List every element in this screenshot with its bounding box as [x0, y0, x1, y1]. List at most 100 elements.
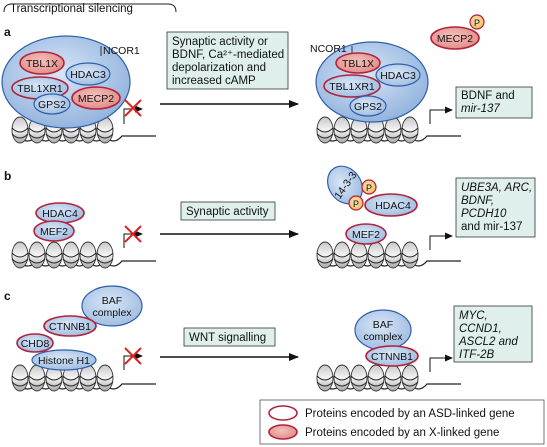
dna-wrap [96, 375, 114, 387]
svg-text:BAF: BAF [102, 295, 122, 307]
svg-text:TBL1XR1: TBL1XR1 [17, 83, 63, 95]
legend-asd-label: Proteins encoded by an ASD-linked gene [305, 408, 515, 420]
dna-wrap [96, 252, 114, 264]
svg-text:CTNNB1: CTNNB1 [371, 351, 413, 363]
ctnnb1-left: CTNNB1 [43, 315, 97, 337]
dna-wrap [79, 127, 97, 139]
dna-wrap [96, 127, 114, 139]
svg-text:MEF2: MEF2 [40, 226, 68, 238]
tbl1xr1-right: TBL1XR1 [323, 74, 381, 98]
dna-wrap [384, 375, 402, 387]
active-promoter-a [429, 106, 453, 124]
legend-xlinked-label: Proteins encoded by an X-linked gene [305, 427, 499, 439]
dna-wrap [28, 252, 46, 264]
svg-text:TBL1XR1: TBL1XR1 [329, 81, 375, 93]
mef2-right: MEF2 [345, 223, 387, 245]
svg-text:P: P [353, 199, 359, 209]
gene-line: PCDH10 [461, 208, 507, 220]
panel-a-label: a [4, 25, 11, 39]
dna-wrap [11, 127, 29, 139]
svg-text:HDAC4: HDAC4 [42, 208, 78, 220]
dna-wrap [401, 375, 419, 387]
protein-14-3-3: 14-3-3 [326, 165, 364, 205]
gene-line: and mir-137 [461, 221, 522, 233]
dna-wrap [62, 375, 80, 387]
stimulus-line: increased cAMP [172, 75, 256, 87]
dna-c-right [316, 364, 461, 392]
gene-line: MYC, [459, 310, 488, 322]
gps2-left: GPS2 [33, 93, 71, 115]
tbl1x-right: TBL1X [335, 52, 381, 74]
gene-line: BDNF, [461, 195, 494, 207]
dna-wrap [28, 375, 46, 387]
dna-wrap [316, 127, 334, 139]
gps2-right: GPS2 [349, 95, 387, 117]
dna-wrap [79, 252, 97, 264]
stimulus-box-a: Synaptic activity or BDNF, Ca²⁺-mediated… [166, 31, 289, 90]
dna-wrap [11, 375, 29, 387]
histone-h1: Histone H1 [31, 349, 97, 371]
repressed-promoter-c [123, 347, 143, 370]
gene-line: ASCL2 and [458, 336, 518, 348]
baf-complex-left: BAF complex [81, 285, 143, 327]
ncor1-label-left: NCOR1 [103, 45, 140, 57]
dna-wrap [401, 127, 419, 139]
gene-line: BDNF and [461, 90, 515, 102]
svg-text:MECP2: MECP2 [437, 33, 473, 45]
svg-text:P: P [366, 183, 372, 193]
svg-text:CTNNB1: CTNNB1 [49, 321, 91, 333]
stimulus-line: depolarization and [172, 62, 266, 74]
svg-text:MECP2: MECP2 [78, 93, 114, 105]
legend: Proteins encoded by an ASD-linked gene P… [259, 399, 545, 445]
dna-wrap [316, 375, 334, 387]
svg-text:HDAC3: HDAC3 [380, 70, 416, 82]
dna-wrap [401, 252, 419, 264]
svg-text:Histone H1: Histone H1 [38, 355, 90, 367]
dna-wrap [350, 127, 368, 139]
stimulus-line: Synaptic activity or [172, 36, 268, 48]
svg-text:CHD8: CHD8 [21, 338, 50, 350]
dna-b-left [11, 241, 156, 269]
gene-line: UBE3A, ARC, [461, 182, 532, 194]
legend-xlinked-swatch [268, 424, 298, 440]
chd8-left: CHD8 [16, 333, 54, 353]
baf-complex-right: BAF complex [354, 309, 412, 351]
panel-b-label: b [4, 169, 11, 183]
dna-c-left [11, 364, 156, 392]
active-promoter-b [429, 232, 453, 250]
header-bracket [3, 3, 177, 13]
panel-c-label: c [4, 289, 11, 303]
dna-wrap [45, 375, 63, 387]
stimulus-line: BDNF, Ca²⁺-mediated [172, 49, 284, 61]
gene-box-b: UBE3A, ARC, BDNF, PCDH10 and mir-137 [455, 177, 536, 238]
dna-a-right [316, 116, 461, 144]
dna-wrap [367, 252, 385, 264]
dna-wrap [350, 252, 368, 264]
dna-wrap [62, 252, 80, 264]
active-promoter-c [429, 354, 453, 372]
header-title: Transcriptional silencing [10, 3, 133, 15]
dna-wrap [350, 375, 368, 387]
svg-text:HDAC3: HDAC3 [70, 69, 106, 81]
dna-wrap [28, 127, 46, 139]
dna-wrap [384, 252, 402, 264]
dna-wrap [79, 375, 97, 387]
dna-b-right [316, 241, 461, 269]
hdac3-left: HDAC3 [65, 62, 111, 86]
svg-text:HDAC4: HDAC4 [375, 200, 411, 212]
dna-wrap [316, 252, 334, 264]
svg-text:complex: complex [363, 331, 403, 343]
svg-text:WNT signalling: WNT signalling [189, 332, 266, 344]
phospho-b1: P [361, 179, 377, 195]
mef2-left: MEF2 [33, 220, 75, 242]
repressed-promoter-b [123, 225, 143, 248]
svg-text:BAF: BAF [373, 319, 393, 331]
svg-text:GPS2: GPS2 [354, 101, 382, 113]
phospho-a: P [469, 14, 485, 30]
phospho-b2: P [348, 195, 364, 211]
gene-box-a: BDNF and mir-137 [455, 86, 533, 119]
mecp2-released: MECP2 [430, 26, 480, 50]
svg-text:P: P [474, 18, 480, 28]
gene-line: ITF-2B [459, 349, 494, 361]
